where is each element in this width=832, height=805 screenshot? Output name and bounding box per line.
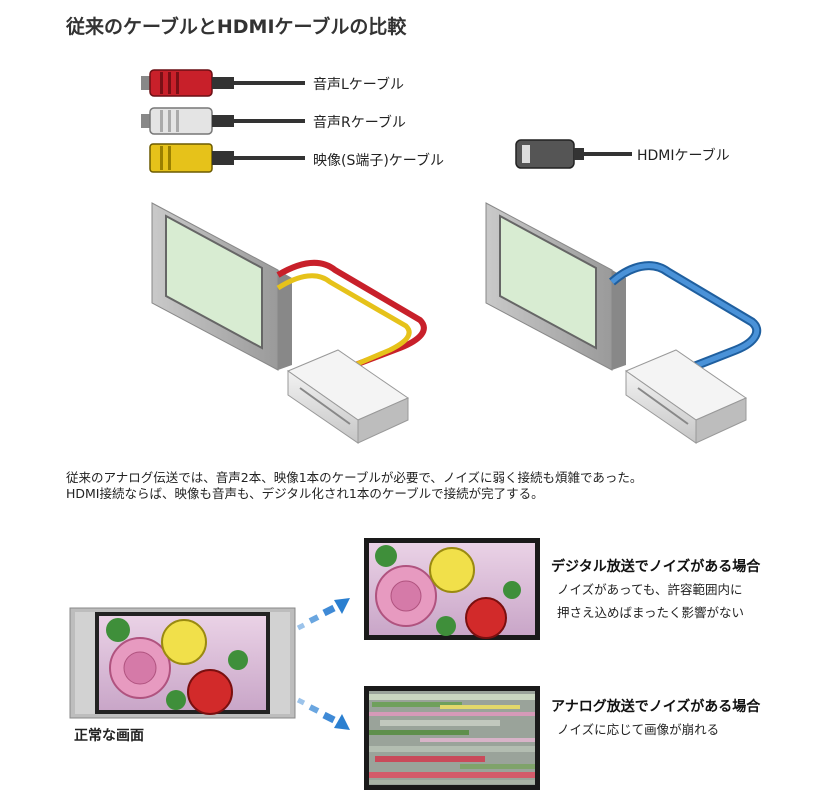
digital-desc-line-2: 押さえ込めばまったく影響がない	[557, 605, 745, 620]
digital-screen-icon	[364, 538, 540, 640]
caption: 従来のアナログ伝送では、音声2本、映像1本のケーブルが必要で、ノイズに弱く接続も…	[66, 470, 642, 502]
tv-right-icon	[485, 202, 626, 371]
label-hdmi-cable: HDMIケーブル	[637, 148, 730, 164]
analog-desc: ノイズに応じて画像が崩れる	[557, 722, 720, 737]
hdmi-plug-icon	[515, 139, 632, 169]
digital-desc-line-1: ノイズがあっても、許容範囲内に	[557, 582, 743, 597]
rca-white-plug-icon	[141, 107, 305, 135]
caption-line-1: 従来のアナログ伝送では、音声2本、映像1本のケーブルが必要で、ノイズに弱く接続も…	[66, 470, 643, 485]
tv-left-icon	[151, 202, 292, 371]
page-title: 従来のケーブルとHDMIケーブルの比較	[66, 16, 407, 38]
analog-screen-icon	[364, 686, 540, 790]
rca-red-plug-icon	[141, 69, 305, 97]
label-audio-l-cable: 音声Lケーブル	[313, 77, 404, 93]
hdmi-cable	[610, 263, 760, 371]
rca-red-cable	[276, 259, 427, 368]
arrow-digital-icon	[296, 598, 350, 631]
label-video-s-cable: 映像(S端子)ケーブル	[313, 153, 444, 169]
digital-heading: デジタル放送でノイズがある場合	[551, 559, 761, 575]
arrow-analog-icon	[296, 697, 350, 730]
normal-tv-icon	[69, 607, 296, 719]
normal-screen-label: 正常な画面	[74, 728, 144, 744]
rca-yellow-plug-icon	[149, 143, 305, 173]
player-box-left-icon	[286, 349, 410, 444]
analog-heading: アナログ放送でノイズがある場合	[551, 699, 761, 715]
rca-yellow-cable	[276, 273, 412, 370]
caption-line-2: HDMI接続ならば、映像も音声も、デジタル化され1本のケーブルで接続が完了する。	[66, 486, 544, 501]
player-box-right-icon	[624, 349, 748, 444]
label-audio-r-cable: 音声Rケーブル	[313, 115, 406, 131]
